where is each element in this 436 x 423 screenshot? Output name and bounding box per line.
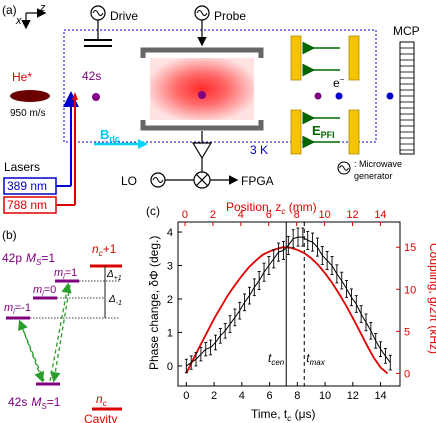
cryostat-boundary — [63, 29, 377, 143]
axis-z-label: z — [39, 2, 46, 14]
y-tick-label: 1 — [167, 327, 173, 339]
ml-0-label: ml=0 — [33, 284, 56, 298]
right-tick-label: 5 — [404, 326, 410, 338]
x-tick-label: 0 — [183, 390, 189, 402]
amplifier-icon — [191, 142, 213, 160]
microwave-generator-legend: : Microwave generator — [337, 159, 402, 181]
mcp-detector: MCP — [386, 24, 420, 155]
laser-389-box — [3, 177, 57, 195]
panel-a: (a) z x Drive Probe — [2, 2, 420, 214]
y-tick-label: 3 — [167, 261, 173, 273]
laser-paths: 389 nm 788 nm Lasers — [3, 91, 79, 214]
pfi-electrodes: EPFI e− — [290, 35, 360, 155]
right-tick-label: 10 — [404, 284, 416, 296]
y-tick-label: 4 — [167, 227, 173, 239]
coupling-curve — [185, 246, 389, 375]
top-tick-label: 2 — [210, 209, 216, 221]
helium-beam-icon — [10, 90, 50, 102]
axis-indicator: z x — [15, 2, 47, 30]
x-tick-label: 4 — [239, 390, 245, 402]
atom-42s — [92, 93, 100, 101]
detection-chain: LO FPGA — [121, 131, 274, 189]
ml-minus1-label: ml=-1 — [4, 302, 31, 316]
microwave-cavity — [140, 47, 264, 131]
cavity-label: Cavity — [84, 412, 117, 423]
y-tick-label: 0 — [167, 361, 173, 373]
drive-source: Drive — [84, 5, 138, 47]
y-tick-label: 2 — [167, 294, 173, 306]
bdc-field: Bdc — [94, 127, 148, 149]
atom-pfi — [314, 92, 322, 100]
pfi-plate-2a — [348, 35, 360, 81]
nc-plus1-label: nc+1 — [92, 242, 117, 258]
fpga-label: FPGA — [241, 174, 274, 188]
top-axis-title: Position, zc (mm) — [226, 200, 317, 216]
top-tick-label: 10 — [318, 209, 330, 221]
nc-label: nc — [96, 392, 107, 408]
panel-c-label: (c) — [146, 204, 160, 218]
top-tick-label: 6 — [266, 209, 272, 221]
lo-label: LO — [121, 174, 137, 188]
right-tick-label: 15 — [404, 242, 416, 254]
lasers-label: Lasers — [4, 160, 40, 174]
top-tick-label: 8 — [294, 209, 300, 221]
top-tick-label: 14 — [374, 209, 386, 221]
bottom-axis-title: Time, tc (μs) — [251, 407, 315, 423]
x-tick-label: 6 — [267, 390, 273, 402]
mcp-label: MCP — [393, 24, 420, 38]
top-tick-label: 4 — [238, 209, 244, 221]
probe-label: Probe — [214, 9, 246, 23]
panel-b-label: (b) — [2, 228, 17, 242]
state-42s-label: 42s — [82, 69, 101, 83]
t-cen-label: tcen — [268, 351, 285, 367]
phase-fit-line — [186, 236, 391, 367]
helium-beam: He* 950 m/s — [10, 70, 50, 119]
electron-label: e− — [333, 75, 345, 90]
right-tick-label: 0 — [404, 368, 410, 380]
bdc-arrow-icon — [138, 139, 148, 149]
x-tick-label: 12 — [347, 390, 359, 402]
plot-frame — [177, 221, 401, 387]
x-tick-label: 10 — [319, 390, 331, 402]
delta-minus1-label: Δ-1 — [108, 294, 122, 307]
drive-label: Drive — [110, 9, 138, 23]
axis-x-label: x — [15, 15, 22, 27]
electron-dot — [335, 92, 343, 100]
laser-788-box — [3, 196, 57, 214]
transition-plus1 — [49, 282, 72, 382]
x-tick-label: 2 — [211, 390, 217, 402]
bdc-label: Bdc — [100, 127, 120, 144]
helium-label: He* — [12, 70, 32, 84]
temperature-label: 3 K — [250, 143, 268, 157]
delta-plus1-label: Δ+1 — [106, 269, 122, 282]
electron-at-mcp — [386, 92, 394, 100]
x-tick-label: 8 — [294, 390, 300, 402]
pfi-plate-2b — [348, 109, 360, 155]
probe-source: Probe — [194, 5, 246, 47]
microwave-label-2: generator — [354, 171, 393, 181]
laser-788-label: 788 nm — [7, 198, 47, 212]
left-axis-title: Phase change, δΦ (deg.) — [147, 236, 161, 370]
mcp-icon — [399, 41, 415, 155]
panel-a-label: (a) — [2, 3, 17, 17]
cavity-field — [150, 58, 254, 120]
pfi-plate-1b — [290, 109, 302, 155]
epfi-label: EPFI — [312, 123, 335, 140]
ml-plus1-label: ml=1 — [54, 267, 77, 281]
atom-in-cavity — [198, 91, 206, 99]
top-tick-label: 0 — [182, 209, 188, 221]
x-tick-label: 14 — [374, 390, 386, 402]
microwave-label-1: : Microwave — [354, 159, 402, 169]
t-max-label: tmax — [306, 351, 325, 367]
right-axis-title: Coupling, g/2π (kHz) — [427, 243, 436, 354]
helium-speed: 950 m/s — [10, 108, 46, 119]
pfi-plate-1a — [290, 35, 302, 81]
laser-389-label: 389 nm — [7, 179, 47, 193]
top-tick-label: 12 — [346, 209, 358, 221]
